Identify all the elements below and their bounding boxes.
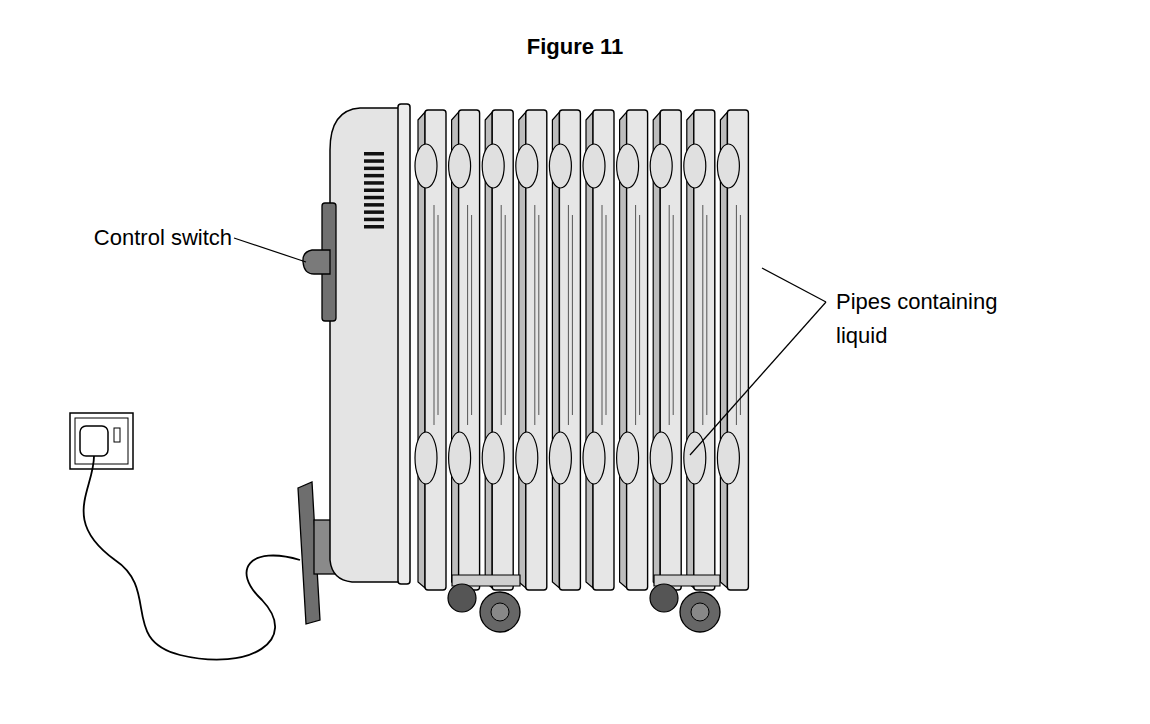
pipe-ridge bbox=[438, 215, 439, 415]
vent-slot bbox=[364, 159, 384, 163]
heater-housing bbox=[330, 108, 405, 582]
figure-title: Figure 11 bbox=[425, 30, 725, 64]
pipe-bulge bbox=[415, 432, 437, 484]
part-label: Pipes containing liquid bbox=[836, 285, 1041, 353]
pipe-ridge bbox=[706, 215, 707, 415]
castor-wheel bbox=[650, 584, 678, 612]
end-plate bbox=[398, 104, 410, 584]
vent-slots bbox=[364, 152, 384, 229]
pipe-ridge bbox=[702, 205, 703, 425]
pipe-bulge bbox=[415, 144, 437, 188]
pipe-ridge bbox=[602, 205, 603, 425]
pipe-ridge bbox=[572, 215, 573, 415]
wall-socket bbox=[70, 413, 133, 469]
pipe-bulge bbox=[449, 144, 471, 188]
castor-wheel bbox=[448, 584, 476, 612]
fin bbox=[717, 110, 748, 590]
vent-slot bbox=[364, 167, 384, 171]
pipe-bulge bbox=[717, 144, 739, 188]
wheel-hub bbox=[691, 603, 709, 621]
pipe-ridge bbox=[501, 205, 502, 425]
fin bbox=[617, 110, 648, 590]
pipe-bulge bbox=[650, 432, 672, 484]
pipe-bulge bbox=[684, 432, 706, 484]
fin bbox=[449, 110, 480, 590]
pipe-ridge bbox=[505, 215, 506, 415]
castor-wheel bbox=[480, 592, 520, 632]
pipe-ridge bbox=[434, 205, 435, 425]
fin bbox=[516, 110, 547, 590]
vent-slot bbox=[364, 181, 384, 185]
pipe-ridge bbox=[467, 205, 468, 425]
pipe-bulge bbox=[583, 144, 605, 188]
pipe-bulge bbox=[449, 432, 471, 484]
leader-line bbox=[690, 302, 826, 455]
fin bbox=[684, 110, 715, 590]
pipe-bulge bbox=[516, 144, 538, 188]
vent-slot bbox=[364, 210, 384, 214]
pipe-ridge bbox=[740, 215, 741, 415]
wheel-hub bbox=[491, 603, 509, 621]
pipe-ridge bbox=[606, 215, 607, 415]
pipe-ridge bbox=[639, 215, 640, 415]
pipe-bulge bbox=[617, 432, 639, 484]
vent-slot bbox=[364, 225, 384, 229]
power-cable bbox=[84, 456, 300, 660]
part-label: Control switch bbox=[20, 221, 232, 255]
fin bbox=[415, 110, 446, 590]
pipe-bulge bbox=[549, 144, 571, 188]
vent-slot bbox=[364, 203, 384, 207]
pipe-ridge bbox=[673, 215, 674, 415]
pipe-ridge bbox=[568, 205, 569, 425]
leader-line bbox=[234, 238, 306, 262]
pipe-bulge bbox=[549, 432, 571, 484]
pipe-bulge bbox=[482, 432, 504, 484]
pipe-ridge bbox=[669, 205, 670, 425]
pipe-ridge bbox=[534, 205, 535, 425]
vent-slot bbox=[364, 152, 384, 156]
pipe-ridge bbox=[538, 215, 539, 415]
socket-switch bbox=[114, 428, 120, 442]
vent-slot bbox=[364, 189, 384, 193]
vent-slot bbox=[364, 174, 384, 178]
leader-line bbox=[762, 268, 826, 302]
pipe-bulge bbox=[717, 432, 739, 484]
fin-group bbox=[415, 110, 748, 590]
socket-plate bbox=[75, 418, 128, 464]
fin bbox=[583, 110, 614, 590]
pipe-bulge bbox=[684, 144, 706, 188]
vent-slot bbox=[364, 218, 384, 222]
vent-slot bbox=[364, 196, 384, 200]
pipe-bulge bbox=[482, 144, 504, 188]
control-knob bbox=[303, 250, 330, 274]
pipe-bulge bbox=[583, 432, 605, 484]
pipe-ridge bbox=[635, 205, 636, 425]
fin bbox=[482, 110, 513, 590]
wheel-group bbox=[448, 575, 720, 632]
pipe-ridge bbox=[471, 215, 472, 415]
plug bbox=[80, 426, 108, 456]
fin bbox=[650, 110, 681, 590]
castor-wheel bbox=[680, 592, 720, 632]
pipe-ridge bbox=[736, 205, 737, 425]
fin bbox=[549, 110, 580, 590]
pipe-bulge bbox=[617, 144, 639, 188]
pipe-bulge bbox=[650, 144, 672, 188]
pipe-bulge bbox=[516, 432, 538, 484]
